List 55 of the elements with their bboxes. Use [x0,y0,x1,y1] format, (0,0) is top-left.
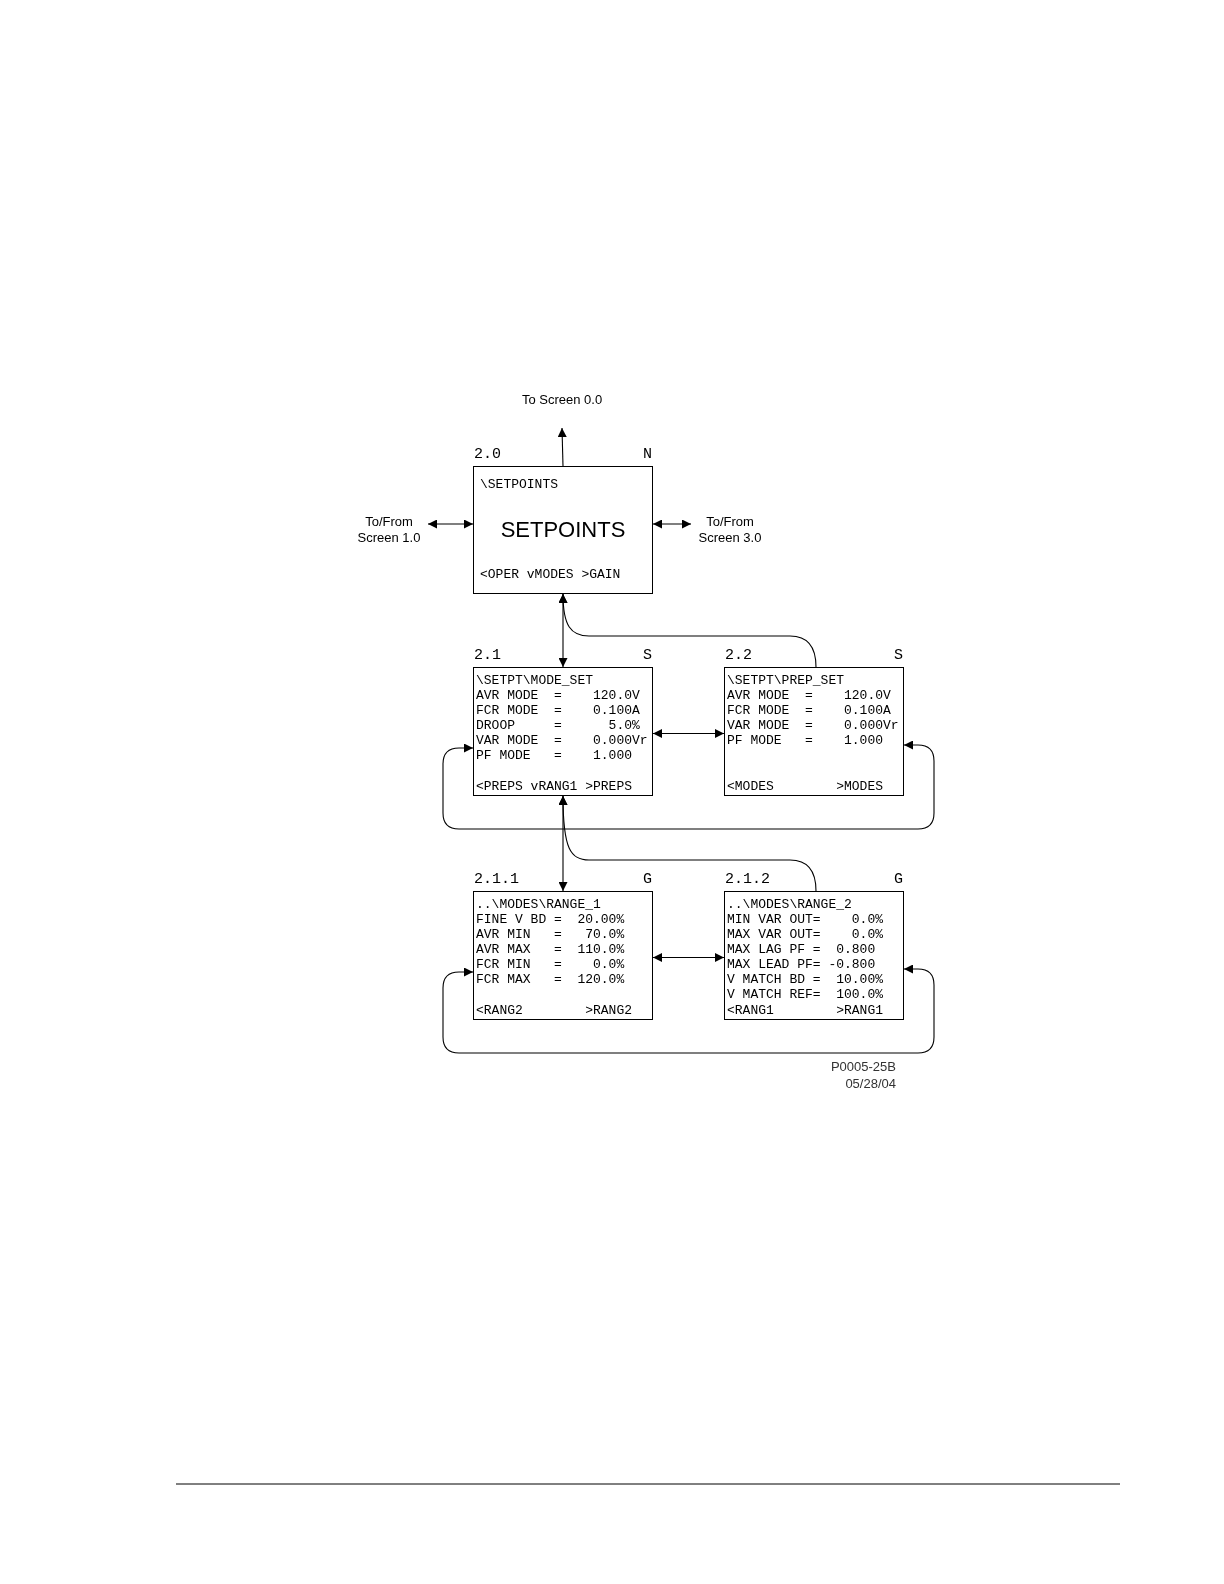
screen-menu-row-text: <PREPS vRANG1 >PREPS [476,779,634,794]
connector-arrow [652,953,725,962]
screen-number: 2.1 [474,647,501,665]
setting-row-text: MAX VAR OUT= 0.0% [727,927,885,942]
connector-arrow [442,964,935,1054]
connector-arrow [558,795,817,892]
screen-path: \SETPT\PREP_SET [727,673,846,688]
setting-row-text: AVR MIN = 70.0% [476,927,626,942]
screen-path: \SETPOINTS [480,477,559,493]
screen-number: 2.2 [725,647,752,665]
connector-arrow [427,519,474,529]
screen-access-letter: S [894,647,903,665]
screen-access-letter: N [643,446,652,464]
setting-row-text: VAR MODE = 0.000Vr [727,718,900,733]
setting-row-text: V MATCH BD = 10.00% [727,972,885,987]
screen-path: ..\MODES\RANGE_1 [476,897,602,912]
setting-row-text: AVR MODE = 120.0V [476,688,641,703]
screen-number: 2.1.1 [474,871,519,889]
setting-row-text: FCR MODE = 0.100A [727,703,892,718]
screen-access-letter: G [643,871,652,889]
screen-link-label: To/From Screen 1.0 [350,514,428,550]
screen-access-letter: S [643,647,652,665]
screen-title: SETPOINTS [499,517,627,543]
screen-menu-row-text: <RANG1 >RANG1 [727,1003,885,1018]
screen-menu-row-text: <OPER vMODES >GAIN [480,567,622,583]
connector-arrow [652,519,692,529]
setting-row-text: V MATCH REF= 100.0% [727,987,885,1002]
setting-row-text: VAR MODE = 0.000Vr [476,733,649,748]
setting-row-text: MAX LAG PF = 0.800 [727,942,877,957]
setting-row-text: FCR MIN = 0.0% [476,957,626,972]
screen-menu-row-text: <MODES >MODES [727,779,885,794]
screen-link-label: To Screen 0.0 [517,392,607,428]
setting-row-text: PF MODE = 1.000 [727,733,885,748]
setting-row-text: DROOP = 5.0% [476,718,641,733]
connector-arrow [557,427,567,467]
screen-path: \SETPT\MODE_SET [476,673,595,688]
screen-menu-row-text: <RANG2 >RANG2 [476,1003,634,1018]
setting-row-text: PF MODE = 1.000 [476,748,634,763]
setting-row-text: AVR MODE = 120.0V [727,688,892,703]
setting-row-text: MIN VAR OUT= 0.0% [727,912,885,927]
setting-row-text: MAX LEAD PF= -0.800 [727,957,877,972]
screen-link-label: To/From Screen 3.0 [691,514,769,550]
connector-arrow [442,740,935,830]
screen-access-letter: G [894,871,903,889]
setting-row-text: FINE V BD = 20.00% [476,912,626,927]
connector-arrow [558,593,817,668]
setting-row-text: AVR MAX = 110.0% [476,942,626,957]
setting-row-text: FCR MODE = 0.100A [476,703,641,718]
connector-arrow [652,729,725,738]
screen-path: ..\MODES\RANGE_2 [727,897,853,912]
drawing-number: 05/28/04 [845,1075,896,1092]
screen-number: 2.1.2 [725,871,770,889]
setting-row-text: FCR MAX = 120.0% [476,972,626,987]
screen-number: 2.0 [474,446,501,464]
drawing-number: P0005-25B [830,1058,896,1075]
